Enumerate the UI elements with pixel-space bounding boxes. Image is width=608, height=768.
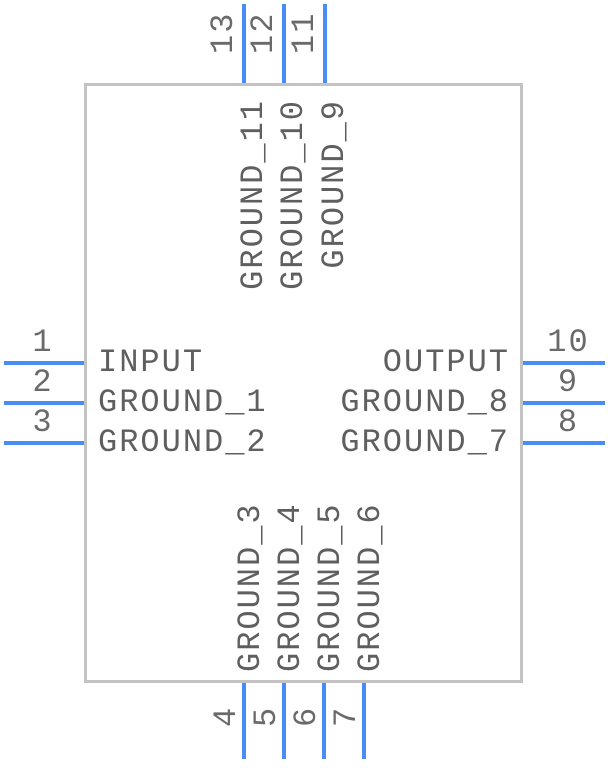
pin-number-11: 11 bbox=[286, 11, 323, 54]
pin-line-2 bbox=[4, 401, 84, 405]
pin-label-ground-9: GROUND_9 bbox=[316, 99, 353, 269]
pin-label-ground-3: GROUND_3 bbox=[232, 502, 269, 672]
pin-number-12: 12 bbox=[245, 11, 282, 54]
pin-line-7 bbox=[362, 683, 366, 759]
pin-label-ground-1: GROUND_1 bbox=[98, 384, 268, 421]
pin-line-4 bbox=[242, 683, 246, 759]
pin-line-1 bbox=[4, 361, 84, 365]
pin-number-2: 2 bbox=[32, 364, 54, 401]
pin-number-4: 4 bbox=[208, 705, 245, 727]
pin-number-9: 9 bbox=[557, 364, 580, 401]
pin-line-9 bbox=[523, 401, 605, 405]
pin-number-8: 8 bbox=[557, 404, 580, 441]
pin-line-8 bbox=[523, 441, 605, 445]
pin-label-input: INPUT bbox=[98, 344, 205, 381]
pin-label-ground-8: GROUND_8 bbox=[340, 384, 510, 421]
pin-line-11 bbox=[323, 4, 327, 83]
pin-number-5: 5 bbox=[248, 705, 285, 727]
pin-line-6 bbox=[322, 683, 326, 759]
pin-label-ground-11: GROUND_11 bbox=[235, 99, 272, 290]
pin-number-1: 1 bbox=[32, 324, 54, 361]
pin-label-output: OUTPUT bbox=[382, 344, 510, 381]
pin-label-ground-7: GROUND_7 bbox=[340, 424, 510, 461]
pin-line-12 bbox=[282, 4, 286, 83]
pin-line-13 bbox=[242, 4, 246, 83]
symbol-body bbox=[84, 83, 523, 683]
pin-number-3: 3 bbox=[32, 404, 54, 441]
pin-label-ground-10: GROUND_10 bbox=[275, 99, 312, 290]
pin-number-10: 10 bbox=[547, 324, 590, 361]
pin-number-7: 7 bbox=[328, 705, 365, 727]
pin-line-5 bbox=[282, 683, 286, 759]
pin-line-10 bbox=[523, 361, 605, 365]
pin-number-13: 13 bbox=[205, 11, 242, 54]
pin-label-ground-2: GROUND_2 bbox=[98, 424, 268, 461]
pin-label-ground-5: GROUND_5 bbox=[312, 502, 349, 672]
pin-line-3 bbox=[4, 441, 84, 445]
pin-label-ground-4: GROUND_4 bbox=[272, 502, 309, 672]
pin-number-6: 6 bbox=[288, 705, 325, 727]
pin-label-ground-6: GROUND_6 bbox=[352, 502, 389, 672]
